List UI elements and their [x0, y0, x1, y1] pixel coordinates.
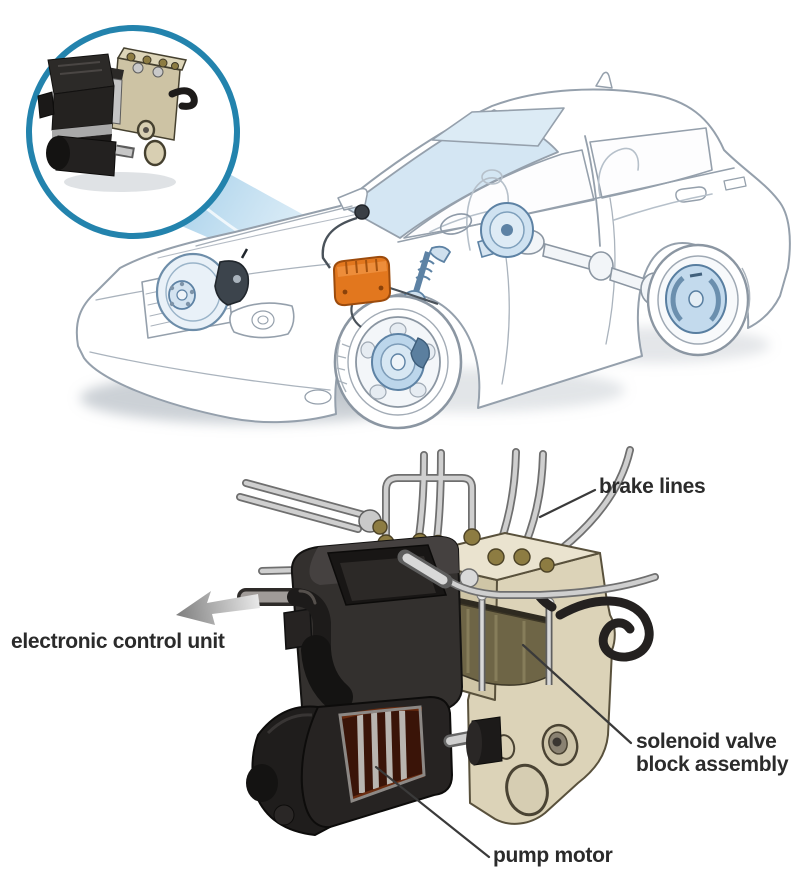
- left-arrow-icon: [176, 591, 260, 625]
- label-solenoid-line2: block assembly: [636, 753, 789, 776]
- leader-solenoid: [521, 643, 633, 745]
- brake-booster: [477, 202, 534, 258]
- label-electronic-control-unit: electronic control unit: [11, 630, 225, 653]
- label-brake-lines: brake lines: [599, 475, 706, 498]
- leader-lines: [374, 488, 633, 859]
- leader-brake-lines: [538, 488, 597, 519]
- label-pump-motor: pump motor: [493, 844, 613, 867]
- wheel-speed-sensor: [354, 204, 370, 220]
- label-solenoid-line1: solenoid valve: [636, 730, 777, 753]
- rear-wheel-drum-brake: [646, 243, 751, 357]
- abs-unit-thumbnail-icon: [37, 47, 198, 192]
- abs-module-highlight: [321, 204, 439, 328]
- pump-motor-drawing: [246, 695, 503, 837]
- car-interior: [429, 147, 713, 255]
- leader-pump-motor: [374, 765, 491, 859]
- guide-rods: [476, 589, 555, 691]
- solenoid-coil-band: [445, 595, 548, 686]
- front-left-brake-assembly: [155, 248, 250, 332]
- label-solenoid-valve-block-assembly: solenoid valve block assembly: [636, 730, 789, 776]
- front-wheel-disc-brake: [333, 294, 463, 430]
- car-overview-illustration: [26, 25, 791, 430]
- abs-unit-illustration: [176, 446, 659, 859]
- front-brake-tube: [397, 549, 659, 599]
- inset-circle: [26, 25, 240, 239]
